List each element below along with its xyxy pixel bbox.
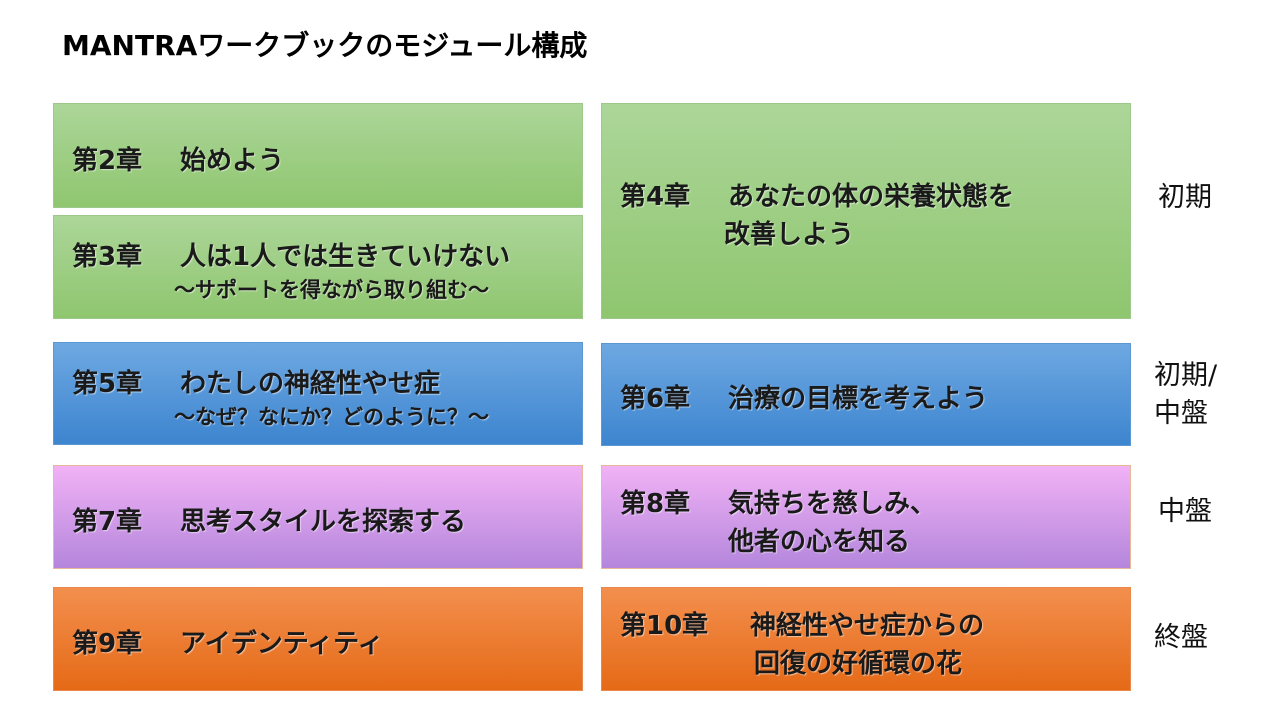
chapter-5-title: わたしの神経性やせ症 xyxy=(180,369,441,399)
chapter-2-box: 第2章 始めよう xyxy=(53,103,583,208)
chapter-2-title: 始めよう xyxy=(180,146,285,176)
phase-label-late: 終盤 xyxy=(1154,622,1208,653)
chapter-8-title-line2: 他者の心を知る xyxy=(728,527,911,557)
chapter-5-number: 第5章 xyxy=(72,369,143,399)
chapter-7-title: 思考スタイルを探索する xyxy=(180,507,467,537)
chapter-8-number: 第8章 xyxy=(620,489,691,519)
chapter-9-number: 第9章 xyxy=(72,629,143,659)
page-title: MANTRAワークブックのモジュール構成 xyxy=(62,29,588,62)
chapter-4-title: あなたの体の栄養状態を xyxy=(728,182,1015,212)
chapter-9-box: 第9章 アイデンティティ xyxy=(53,587,583,691)
chapter-6-title: 治療の目標を考えよう xyxy=(728,384,989,414)
chapter-10-title-line2: 回復の好循環の花 xyxy=(754,649,963,679)
chapter-3-box: 第3章 人は1人では生きていけない ～サポートを得ながら取り組む～ xyxy=(53,215,583,319)
chapter-2-number: 第2章 xyxy=(72,146,143,176)
chapter-10-number: 第10章 xyxy=(620,611,709,641)
chapter-3-subtitle: ～サポートを得ながら取り組む～ xyxy=(174,278,489,302)
chapter-3-number: 第3章 xyxy=(72,242,143,272)
phase-label-mid: 中盤 xyxy=(1158,496,1212,527)
chapter-7-box: 第7章 思考スタイルを探索する xyxy=(53,465,583,569)
chapter-6-box: 第6章 治療の目標を考えよう xyxy=(601,343,1131,446)
phase-label-early-mid-2: 中盤 xyxy=(1154,398,1208,429)
chapter-8-box: 第8章 気持ちを慈しみ、 他者の心を知る xyxy=(601,465,1131,569)
chapter-7-number: 第7章 xyxy=(72,507,143,537)
chapter-4-box: 第4章 あなたの体の栄養状態を 改善しよう xyxy=(601,103,1131,319)
chapter-4-number: 第4章 xyxy=(620,182,691,212)
phase-label-early-mid-1: 初期/ xyxy=(1154,360,1218,391)
chapter-10-title: 神経性やせ症からの xyxy=(750,611,985,641)
chapter-3-title: 人は1人では生きていけない xyxy=(180,242,511,272)
chapter-8-title: 気持ちを慈しみ、 xyxy=(728,489,937,519)
chapter-5-box: 第5章 わたしの神経性やせ症 ～なぜ？なにか？どのように？～ xyxy=(53,342,583,445)
chapter-10-box: 第10章 神経性やせ症からの 回復の好循環の花 xyxy=(601,587,1131,691)
chapter-5-subtitle: ～なぜ？なにか？どのように？～ xyxy=(174,405,489,429)
chapter-4-title-line2: 改善しよう xyxy=(724,220,855,250)
phase-label-early: 初期 xyxy=(1158,182,1212,213)
chapter-6-number: 第6章 xyxy=(620,384,691,414)
chapter-9-title: アイデンティティ xyxy=(180,629,384,659)
